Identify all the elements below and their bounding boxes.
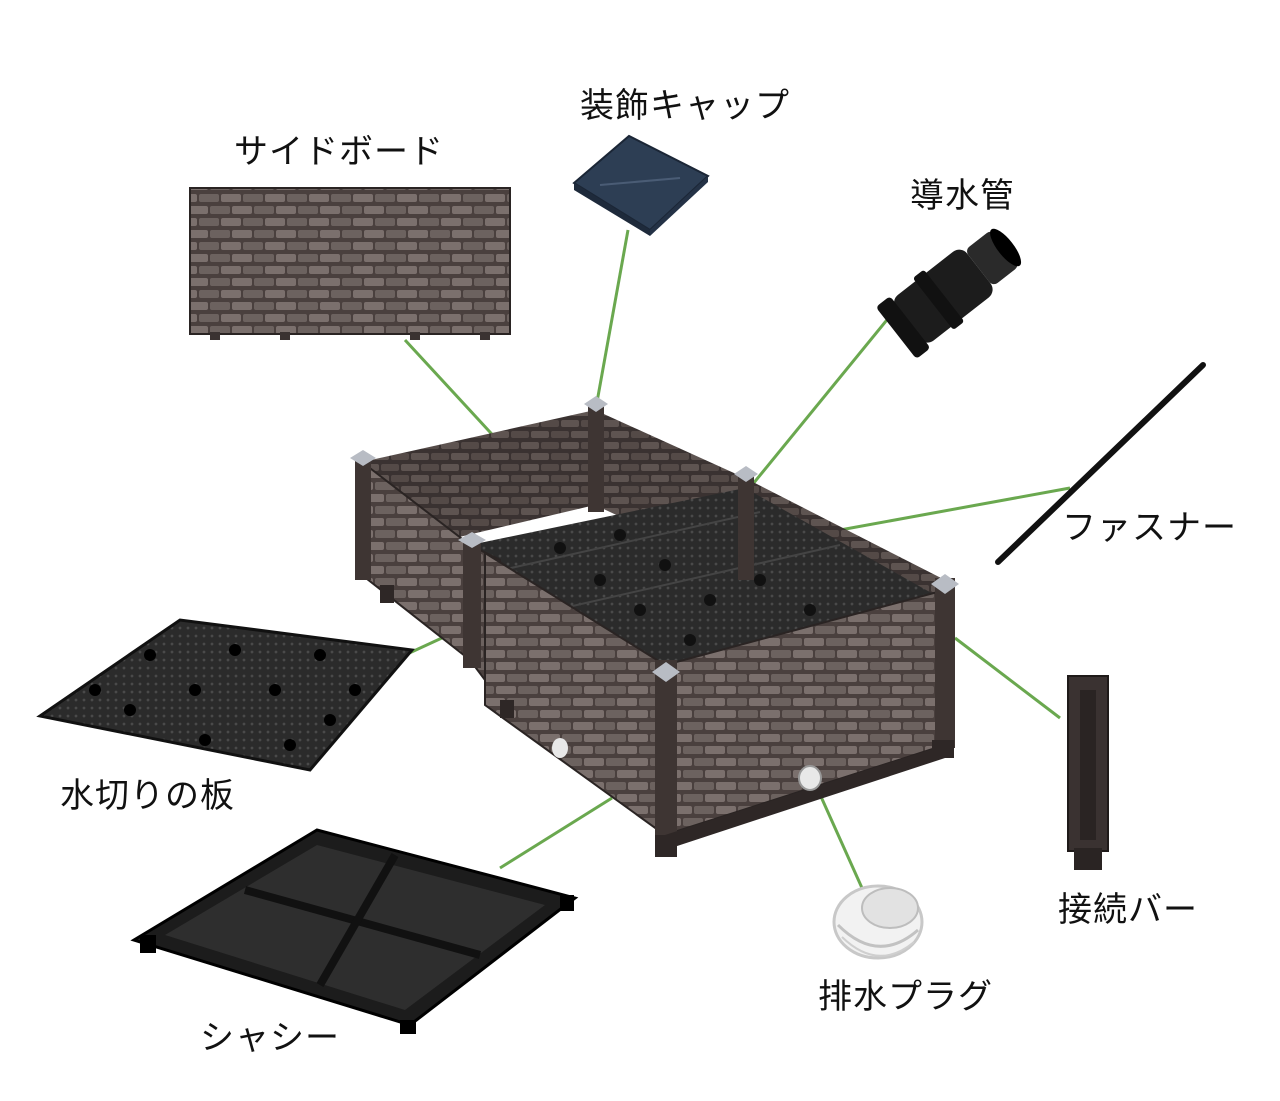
label-connecting-bar: 接続バー (1058, 890, 1198, 930)
drain-plug-part (832, 884, 924, 960)
leader-decorative-cap (595, 229, 630, 403)
chassis-part (130, 828, 579, 1034)
connecting-bar-part (1067, 675, 1109, 870)
leader-fastener (839, 486, 1071, 532)
drain-board-part (36, 618, 415, 772)
label-drain-board: 水切りの板 (60, 776, 235, 816)
decorative-cap-part (572, 134, 710, 236)
fastener-part (995, 362, 1206, 565)
side-board-part (189, 187, 511, 340)
water-pipe-part (877, 228, 1022, 358)
label-chassis: シャシー (200, 1018, 340, 1058)
label-water-pipe: 導水管 (910, 176, 1015, 216)
label-side-board: サイドボード (234, 132, 444, 172)
label-drain-plug: 排水プラグ (818, 977, 993, 1017)
label-fastener: ファスナー (1062, 508, 1237, 548)
planter-assembly (350, 396, 959, 857)
leader-connecting-bar (954, 636, 1061, 720)
label-decorative-cap: 装飾キャップ (580, 86, 790, 126)
leader-drain-plug (816, 789, 864, 889)
leader-chassis (499, 796, 613, 870)
